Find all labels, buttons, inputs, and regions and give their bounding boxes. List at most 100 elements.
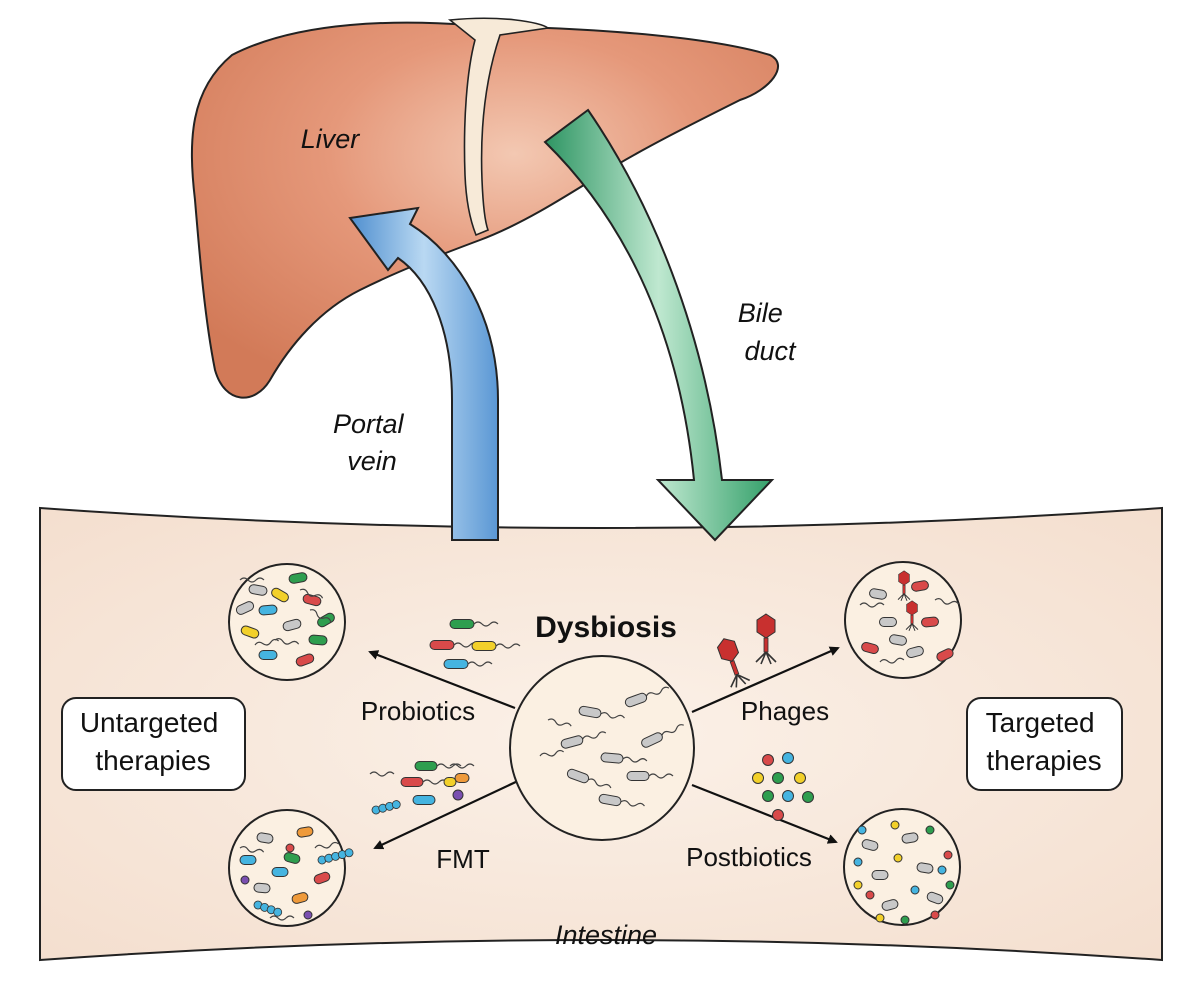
bacterium-icon	[443, 659, 493, 669]
molecule-icon	[910, 885, 920, 895]
bacterium-icon	[901, 832, 919, 844]
molecule-icon	[943, 850, 953, 860]
bacterium-icon	[911, 580, 929, 592]
bacterium-icon	[412, 795, 436, 805]
dysbiosis-title: Dysbiosis	[535, 611, 677, 644]
flagellum-icon	[547, 718, 572, 727]
liver: Liver	[190, 17, 780, 399]
bacterium-icon	[916, 862, 934, 874]
bacterial-chain-icon	[317, 848, 354, 865]
bacterium-icon	[271, 867, 289, 877]
bacterium-icon	[313, 871, 331, 885]
bacterium-icon	[871, 870, 889, 880]
svg-text:Targeted therapies: Targeted therapies	[986, 707, 1103, 776]
flagellum-icon	[239, 577, 265, 583]
molecule-icon	[875, 913, 885, 923]
bacterium-icon	[626, 771, 674, 781]
probiotics-outcome-bacteria	[235, 572, 335, 667]
bacterium-icon	[881, 899, 899, 911]
untargeted-therapies-box: Untargeted therapies	[61, 697, 246, 791]
phage-icon	[755, 613, 777, 665]
phage-icon	[897, 570, 911, 601]
molecule-icon	[772, 772, 784, 784]
molecule-icon	[802, 791, 814, 803]
postbiotics-outcome-bacteria	[853, 820, 955, 925]
molecule-icon	[857, 825, 867, 835]
bacterium-icon	[926, 891, 944, 905]
bacterium-icon	[271, 587, 289, 603]
bacterial-chain-icon	[253, 900, 283, 917]
probiotics-agents	[429, 619, 521, 669]
phage-icon	[716, 638, 751, 688]
bile-duct-arrow: Bile duct	[543, 108, 797, 542]
molecule-icon	[762, 754, 774, 766]
bacterium-icon	[566, 768, 612, 789]
bacterium-icon	[624, 686, 670, 708]
bacterium-icon	[317, 612, 335, 628]
phages-arrow	[691, 646, 840, 714]
bacterium-icon	[471, 641, 521, 651]
molecule-icon	[945, 880, 955, 890]
bacterium-icon	[600, 752, 648, 764]
postbiotics-label: Postbiotics	[686, 842, 812, 872]
molecule-icon	[303, 910, 313, 920]
bacterium-icon	[921, 616, 939, 628]
flagellum-icon	[934, 598, 960, 605]
molecule-icon	[794, 772, 806, 784]
bacterium-icon	[248, 584, 268, 596]
fmt-label: FMT	[436, 844, 490, 874]
molecule-icon	[240, 875, 250, 885]
bacterium-icon	[429, 640, 479, 650]
bacterium-icon	[283, 852, 301, 864]
bacterium-icon	[449, 619, 499, 629]
flagellum-icon	[859, 602, 885, 608]
flagellum-icon	[539, 749, 564, 757]
bile-duct-label: Bile duct	[738, 298, 797, 366]
dysbiosis-circle	[509, 655, 695, 841]
bacterium-icon	[288, 572, 308, 584]
bacterium-icon	[295, 653, 315, 667]
phage-icon	[905, 600, 919, 631]
bacterium-icon	[235, 601, 255, 615]
flagellum-icon	[309, 609, 332, 623]
molecule-icon	[452, 789, 464, 801]
phages-label: Phages	[741, 696, 829, 726]
flagellum-icon	[314, 841, 339, 849]
molecule-icon	[752, 772, 764, 784]
phages-outcome-bacteria	[859, 570, 960, 664]
bacterium-icon	[560, 731, 607, 749]
fmt-agents	[369, 761, 475, 815]
bacterium-icon	[296, 826, 314, 838]
bacterium-icon	[598, 793, 645, 807]
flagellum-icon	[269, 915, 295, 921]
molecule-icon	[930, 910, 940, 920]
flagellum-icon	[239, 846, 265, 853]
bacterium-icon	[861, 839, 879, 851]
molecule-icon	[782, 790, 794, 802]
bacterium-icon	[869, 588, 887, 600]
bacterium-icon	[253, 882, 271, 894]
bacterium-icon	[256, 832, 274, 844]
portal-vein-label: Portal vein	[333, 409, 411, 476]
flagellum-icon	[879, 657, 905, 664]
molecule-icon	[853, 857, 863, 867]
dysbiosis-bacteria	[539, 686, 684, 807]
molecule-icon	[782, 752, 794, 764]
bacterium-icon	[889, 634, 907, 646]
bacterium-icon	[641, 724, 684, 748]
bacterium-icon	[879, 617, 897, 627]
molecule-icon	[893, 853, 903, 863]
flagellum-icon	[369, 771, 395, 777]
molecule-icon	[772, 809, 784, 821]
flagellum-icon	[449, 763, 475, 769]
bacterium-icon	[282, 618, 302, 632]
flagellum-icon	[274, 638, 300, 645]
postbiotics-arrow	[691, 783, 838, 844]
bacterium-icon	[258, 604, 278, 616]
molecule-icon	[285, 843, 295, 853]
bacterium-icon	[258, 650, 278, 660]
probiotics-label: Probiotics	[361, 696, 475, 726]
flagellum-icon	[254, 638, 279, 646]
